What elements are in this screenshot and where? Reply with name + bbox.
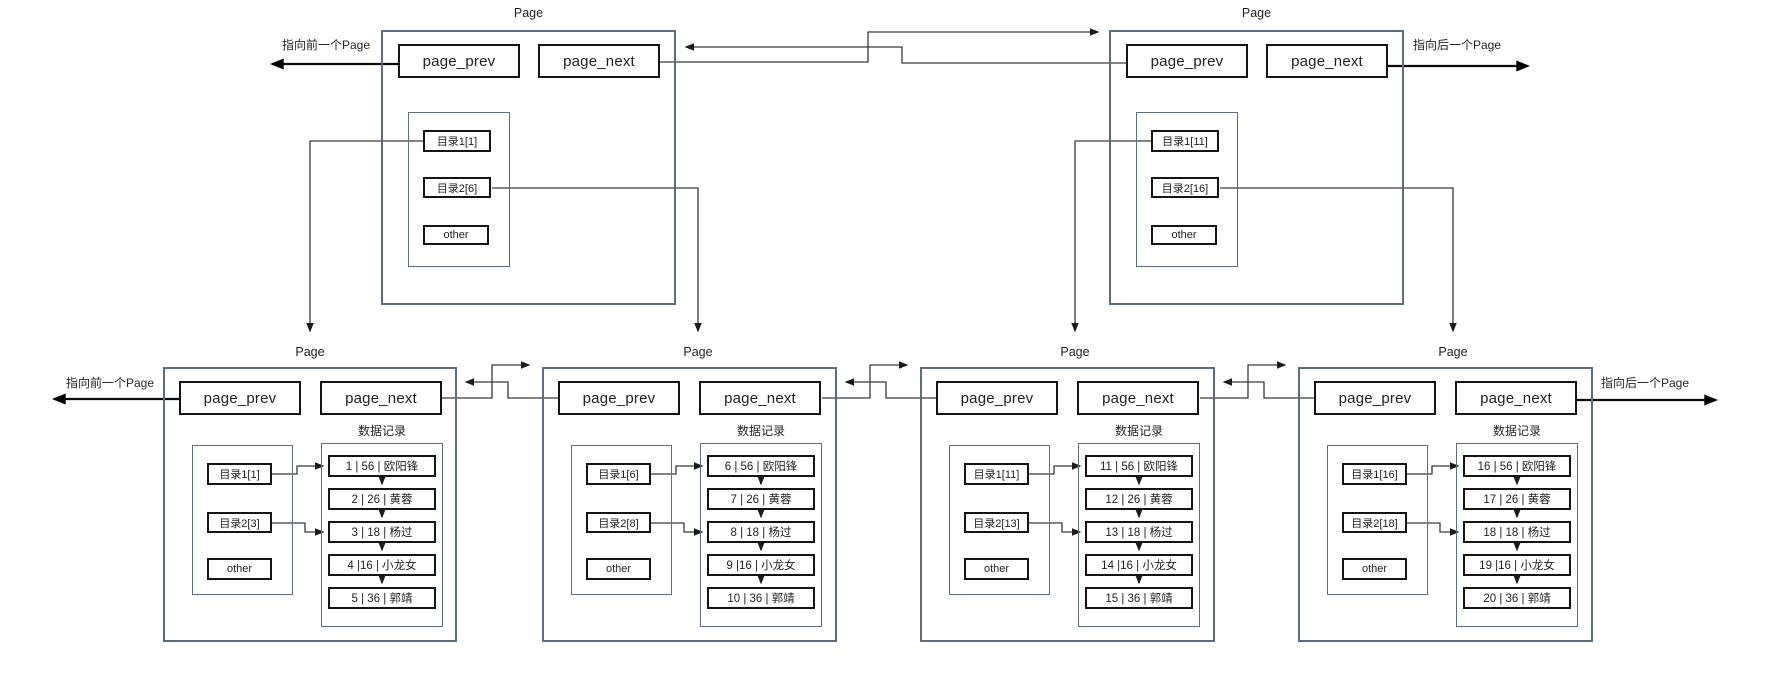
- prev-page-label-top: 指向前一个Page: [281, 38, 371, 52]
- record-row: 14 |16 | 小龙女: [1085, 554, 1193, 576]
- page-title: Page: [1241, 6, 1272, 20]
- other-entry: other: [423, 225, 489, 245]
- page-title: Page: [295, 345, 325, 359]
- page-title: Page: [513, 6, 544, 20]
- record-row: 18 | 18 | 杨过: [1463, 521, 1571, 543]
- record-row: 1 | 56 | 欧阳锋: [328, 455, 436, 477]
- directory-container: [949, 445, 1050, 595]
- directory-container: [1136, 112, 1238, 267]
- page-next-field: page_next: [538, 44, 660, 78]
- record-row: 2 | 26 | 黄蓉: [328, 488, 436, 510]
- page-title: Page: [683, 345, 713, 359]
- next-page-label-top: 指向后一个Page: [1412, 38, 1502, 52]
- page-next-field: page_next: [1077, 381, 1199, 415]
- page-prev-field: page_prev: [398, 44, 520, 78]
- other-entry: other: [1151, 225, 1217, 245]
- record-row: 9 |16 | 小龙女: [707, 554, 815, 576]
- dir-entry-2: 目录2[13]: [964, 512, 1029, 533]
- page-next-field: page_next: [1455, 381, 1577, 415]
- top-page-2: [1109, 30, 1404, 305]
- record-row: 16 | 56 | 欧阳锋: [1463, 455, 1571, 477]
- page-prev-field: page_prev: [1314, 381, 1436, 415]
- leaf-page-1: [163, 367, 457, 642]
- directory-container: [571, 445, 672, 595]
- record-row: 17 | 26 | 黄蓉: [1463, 488, 1571, 510]
- page-next-field: page_next: [699, 381, 821, 415]
- record-row: 4 |16 | 小龙女: [328, 554, 436, 576]
- record-row: 15 | 36 | 郭靖: [1085, 587, 1193, 609]
- leaf-page-3: [920, 367, 1215, 642]
- page-prev-field: page_prev: [936, 381, 1058, 415]
- page-prev-field: page_prev: [558, 381, 680, 415]
- records-container: [1456, 443, 1578, 627]
- dir-entry-1: 目录1[1]: [423, 130, 491, 152]
- other-entry: other: [207, 558, 272, 580]
- record-row: 7 | 26 | 黄蓉: [707, 488, 815, 510]
- dir-entry-1: 目录1[11]: [1151, 130, 1219, 152]
- next-page-label-bottom: 指向后一个Page: [1600, 376, 1690, 390]
- page-next-field: page_next: [320, 381, 442, 415]
- top-prev-link: [684, 43, 1126, 64]
- record-row: 8 | 18 | 杨过: [707, 521, 815, 543]
- data-records-title: 数据记录: [1492, 424, 1541, 438]
- leaf-page-4: [1298, 367, 1593, 642]
- record-row: 11 | 56 | 欧阳锋: [1085, 455, 1193, 477]
- page-prev-field: page_prev: [179, 381, 301, 415]
- leaf-page-2: [542, 367, 837, 642]
- record-row: 10 | 36 | 郭靖: [707, 587, 815, 609]
- dir-entry-2: 目录2[18]: [1342, 512, 1407, 533]
- top-page-1: [381, 30, 676, 305]
- page-title: Page: [1438, 345, 1468, 359]
- record-row: 6 | 56 | 欧阳锋: [707, 455, 815, 477]
- dir-entry-1: 目录1[11]: [964, 463, 1029, 485]
- record-row: 13 | 18 | 杨过: [1085, 521, 1193, 543]
- dir-entry-1: 目录1[6]: [586, 463, 651, 485]
- prev-page-label-bottom: 指向前一个Page: [65, 376, 155, 390]
- record-row: 5 | 36 | 郭靖: [328, 587, 436, 609]
- dir-entry-2: 目录2[6]: [423, 177, 491, 198]
- data-records-title: 数据记录: [357, 424, 406, 438]
- page-next-field: page_next: [1266, 44, 1388, 78]
- directory-container: [408, 112, 510, 267]
- records-container: [1078, 443, 1200, 627]
- directory-container: [192, 445, 293, 595]
- record-row: 3 | 18 | 杨过: [328, 521, 436, 543]
- records-container: [321, 443, 443, 627]
- other-entry: other: [586, 558, 651, 580]
- dir-entry-2: 目录2[16]: [1151, 177, 1219, 198]
- directory-container: [1327, 445, 1428, 595]
- dir-entry-1: 目录1[16]: [1342, 463, 1407, 485]
- dir-entry-2: 目录2[3]: [207, 512, 272, 533]
- other-entry: other: [964, 558, 1029, 580]
- page-prev-field: page_prev: [1126, 44, 1248, 78]
- record-row: 19 |16 | 小龙女: [1463, 554, 1571, 576]
- records-container: [700, 443, 822, 627]
- record-row: 20 | 36 | 郭靖: [1463, 587, 1571, 609]
- other-entry: other: [1342, 558, 1407, 580]
- dir-entry-2: 目录2[8]: [586, 512, 651, 533]
- dir-entry-1: 目录1[1]: [207, 463, 272, 485]
- record-row: 12 | 26 | 黄蓉: [1085, 488, 1193, 510]
- top-next-link: [660, 28, 1100, 63]
- data-records-title: 数据记录: [736, 424, 785, 438]
- data-records-title: 数据记录: [1114, 424, 1163, 438]
- page-title: Page: [1060, 345, 1090, 359]
